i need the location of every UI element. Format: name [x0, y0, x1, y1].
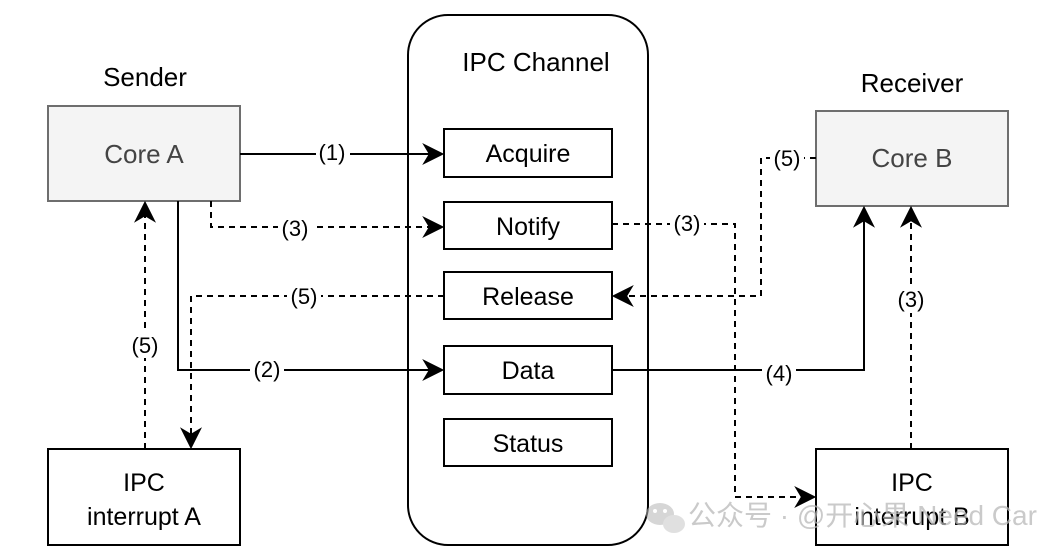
interrupt-a-line2: interrupt A — [87, 503, 201, 531]
notify-sender-arrow — [210, 201, 445, 238]
interrupt-a-line1: IPC — [123, 469, 165, 497]
interrupt-a-label: (5) — [132, 333, 159, 358]
release-sender-arrow — [180, 295, 444, 450]
sender-title: Sender — [103, 62, 187, 92]
release-box — [443, 271, 613, 320]
notify-sender-label: (3) — [282, 216, 309, 241]
release-sender-label: (5) — [291, 284, 318, 309]
interrupt-b-line1: IPC — [891, 469, 933, 497]
data-sender-arrow — [177, 201, 445, 381]
interrupt-b-label: (3) — [898, 287, 925, 312]
interrupt-b-line2: interrupt B — [854, 503, 969, 531]
acquire-box — [443, 128, 613, 178]
acquire-label: Acquire — [486, 140, 571, 168]
data-label: Data — [502, 357, 555, 385]
core-a-label: Core A — [104, 139, 184, 169]
data-box — [443, 345, 613, 395]
data-receiver-arrow — [612, 205, 875, 371]
watermark-text: 公众号 · @开心果 Need Car — [688, 500, 1037, 531]
core-b-label: Core B — [872, 143, 953, 173]
release-receiver-label: (5) — [774, 146, 801, 171]
status-label: Status — [493, 430, 564, 458]
wechat-icon — [646, 503, 685, 533]
data-sender-label: (2) — [254, 357, 281, 382]
status-box — [443, 418, 613, 467]
receiver-title: Receiver — [861, 68, 964, 98]
data-receiver-label: (4) — [766, 361, 793, 386]
notify-receiver-label: (3) — [674, 211, 701, 236]
acquire-arrow-label: (1) — [319, 140, 346, 165]
interrupt-a-box — [47, 448, 241, 546]
notify-label: Notify — [496, 213, 560, 241]
release-label: Release — [482, 283, 574, 311]
notify-box — [443, 201, 613, 250]
ipc-channel-title: IPC Channel — [462, 47, 609, 77]
